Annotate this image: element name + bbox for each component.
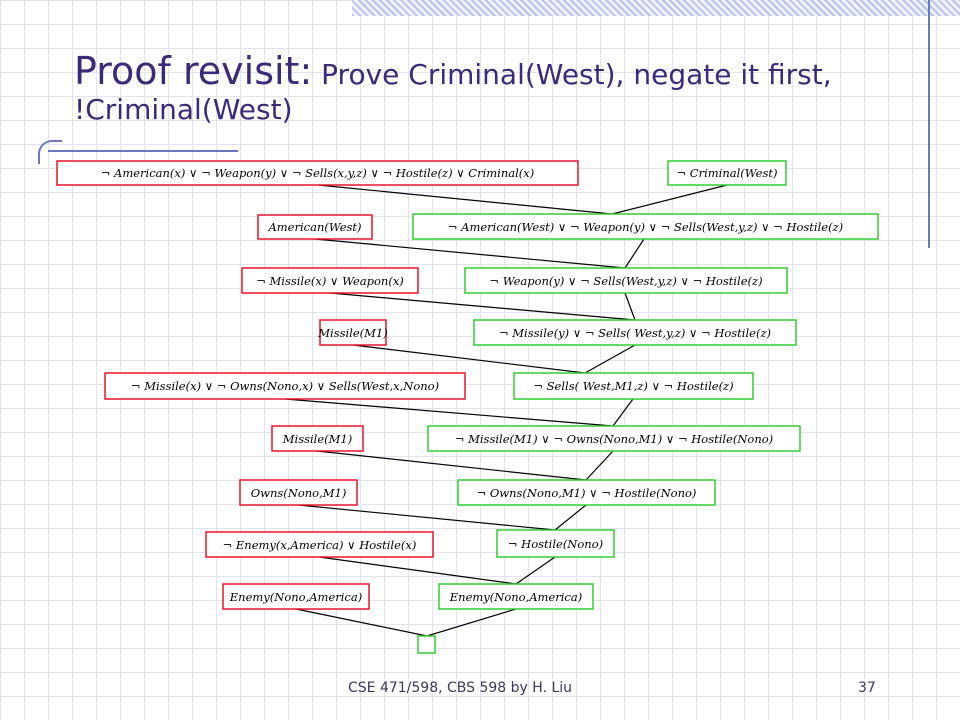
slide-title: Proof revisit: Prove Criminal(West), neg… [74, 49, 894, 126]
premise-clause: Missile(M1) [317, 319, 388, 346]
resolvent-clause-text: ¬ American(West) ∨ ¬ Weapon(y) ∨ ¬ Sells… [448, 220, 843, 234]
right-decorative-line [928, 0, 930, 248]
resolvent-clause-text: ¬ Criminal(West) [677, 166, 778, 180]
premise-clause: Missile(M1) [271, 425, 364, 452]
premise-clause-text: Enemy(Nono,America) [229, 590, 362, 604]
resolvent-clause: ¬ Hostile(Nono) [496, 529, 615, 558]
premise-clause-text: ¬ Missile(x) ∨ ¬ Owns(Nono,x) ∨ Sells(We… [131, 379, 439, 393]
premise-clause: Owns(Nono,M1) [239, 479, 358, 506]
premise-clause: ¬ Missile(x) ∨ ¬ Owns(Nono,x) ∨ Sells(We… [104, 372, 466, 400]
premise-clause-text: Missile(M1) [317, 326, 387, 340]
premise-clause-text: ¬ American(x) ∨ ¬ Weapon(y) ∨ ¬ Sells(x,… [101, 166, 535, 180]
edge [612, 398, 634, 427]
resolvent-clause-text: ¬ Hostile(Nono) [508, 537, 603, 551]
resolvent-clause-text: Enemy(Nono,America) [449, 590, 582, 604]
slide-title-sub: Prove Criminal(West), negate it first, !… [74, 58, 832, 126]
resolvent-clause: ¬ American(West) ∨ ¬ Weapon(y) ∨ ¬ Sells… [412, 213, 879, 240]
title-ornament [38, 140, 62, 164]
edge [318, 556, 517, 585]
premise-clause: Enemy(Nono,America) [222, 583, 370, 610]
resolvent-clause-text: ¬ Owns(Nono,M1) ∨ ¬ Hostile(Nono) [477, 486, 697, 500]
premise-clause-text: American(West) [267, 220, 361, 234]
page-number: 37 [858, 680, 876, 696]
edge [297, 504, 556, 531]
title-underline [48, 150, 238, 152]
edge [317, 184, 613, 215]
edge [585, 450, 614, 481]
premise-clause: ¬ Enemy(x,America) ∨ Hostile(x) [205, 531, 434, 558]
slide-title-main: Proof revisit: [74, 49, 313, 93]
edge [284, 398, 614, 427]
edge [316, 450, 587, 481]
premise-clause-text: Owns(Nono,M1) [251, 486, 347, 500]
edge [624, 238, 645, 269]
resolvent-clause: ¬ Owns(Nono,M1) ∨ ¬ Hostile(Nono) [457, 479, 716, 506]
edge [314, 238, 626, 269]
edge [329, 292, 636, 321]
resolvent-clause-text: ¬ Sells( West,M1,z) ∨ ¬ Hostile(z) [533, 379, 733, 393]
edge [295, 608, 428, 637]
resolvent-clause-text: ¬ Weapon(y) ∨ ¬ Sells(West,y,z) ∨ ¬ Host… [489, 274, 762, 288]
edge [352, 344, 586, 374]
edge [584, 344, 636, 374]
premise-clause-text: Missile(M1) [282, 432, 352, 446]
empty-clause-box [417, 635, 436, 654]
resolvent-clause-text: ¬ Missile(M1) ∨ ¬ Owns(Nono,M1) ∨ ¬ Host… [455, 432, 773, 446]
resolvent-clause: ¬ Weapon(y) ∨ ¬ Sells(West,y,z) ∨ ¬ Host… [464, 267, 788, 294]
top-decorative-band [352, 0, 960, 16]
premise-clause-text: ¬ Missile(x) ∨ Weapon(x) [256, 274, 404, 288]
proof-edges [284, 184, 728, 637]
footer-credit: CSE 471/598, CBS 598 by H. Liu [348, 680, 573, 696]
edge [611, 184, 728, 215]
edge [515, 556, 556, 585]
resolvent-clause: Enemy(Nono,America) [438, 583, 594, 610]
edge [624, 292, 636, 321]
resolvent-clause: ¬ Criminal(West) [667, 160, 787, 186]
edge [554, 504, 587, 531]
resolvent-clause: ¬ Missile(y) ∨ ¬ Sells( West,y,z) ∨ ¬ Ho… [473, 319, 797, 346]
resolvent-clause: ¬ Missile(M1) ∨ ¬ Owns(Nono,M1) ∨ ¬ Host… [427, 425, 801, 452]
premise-clause-text: ¬ Enemy(x,America) ∨ Hostile(x) [223, 538, 417, 552]
edge [426, 608, 517, 637]
resolvent-clause-text: ¬ Missile(y) ∨ ¬ Sells( West,y,z) ∨ ¬ Ho… [499, 326, 771, 340]
premise-clause: ¬ American(x) ∨ ¬ Weapon(y) ∨ ¬ Sells(x,… [56, 160, 579, 186]
resolvent-clause: ¬ Sells( West,M1,z) ∨ ¬ Hostile(z) [513, 372, 754, 400]
premise-clause: ¬ Missile(x) ∨ Weapon(x) [241, 267, 419, 294]
premise-clause: American(West) [257, 214, 373, 240]
